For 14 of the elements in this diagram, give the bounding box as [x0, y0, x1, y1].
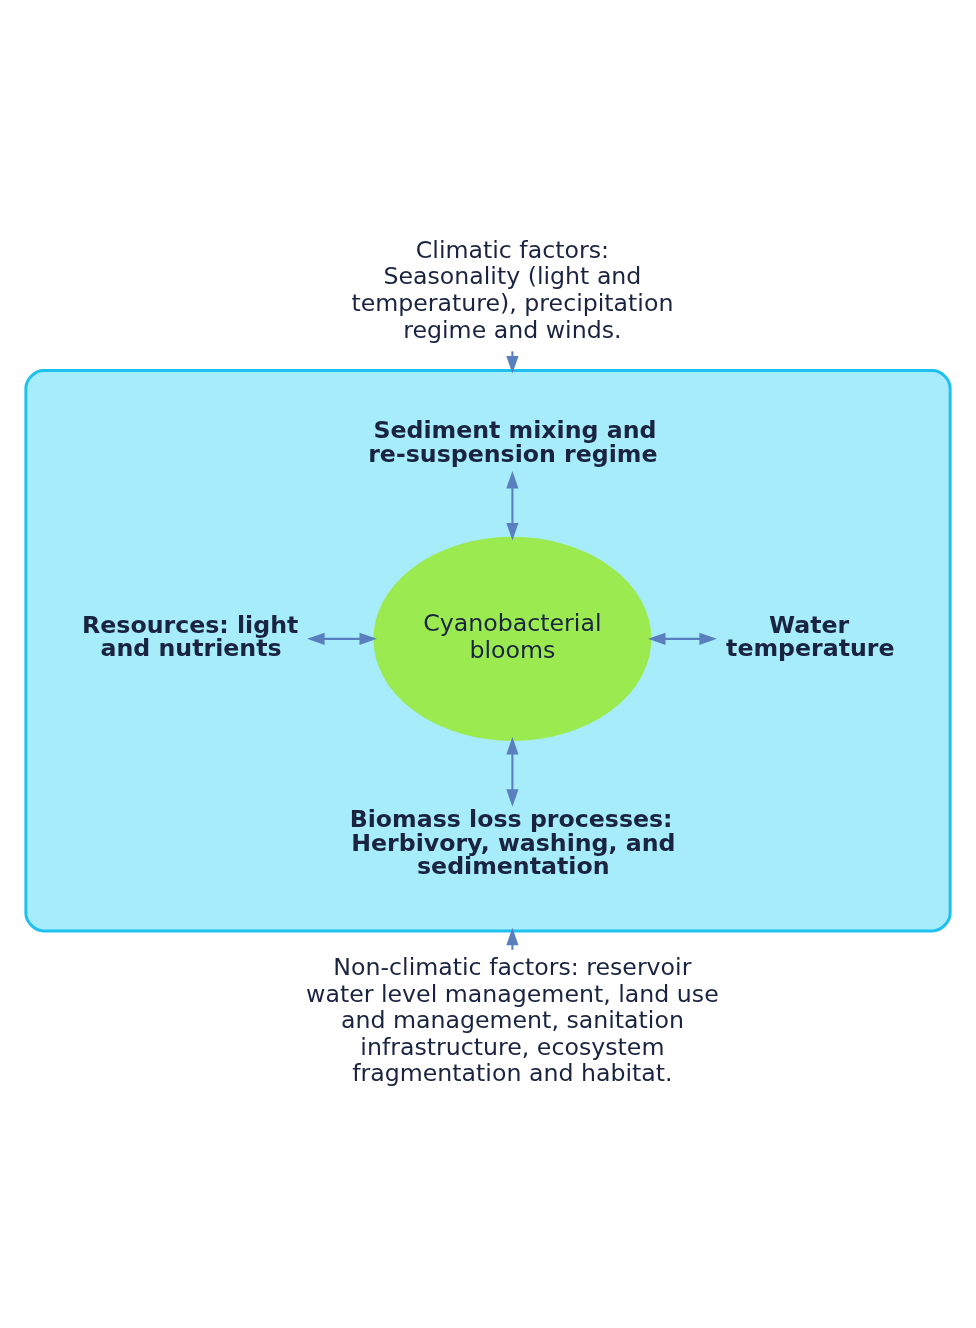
arrow — [506, 351, 519, 374]
node-text: Sediment mixing and re-suspension regime — [368, 416, 658, 468]
arrow — [506, 471, 519, 541]
cluster — [24, 368, 952, 933]
node-text: Non-climatic factors: reservoir water level management, land use and management, sanitation infrastructure, ecosystem fragmentation and habitat. — [306, 953, 719, 1088]
arrow — [307, 632, 377, 645]
node-text: Water temperature — [726, 610, 895, 663]
node-text: Climatic factors: Seasonality (light and temperature), precipitation regime and winds. — [351, 235, 674, 344]
arrow — [506, 927, 519, 950]
node-text: Resources: light and nutrients — [82, 610, 299, 663]
arrow — [648, 632, 717, 645]
node-text: Biomass loss processes: Herbivory, washing, and sedimentation — [349, 805, 676, 881]
node-ellipse: Cyanobacterial blooms — [373, 536, 652, 741]
arrow — [506, 737, 519, 807]
